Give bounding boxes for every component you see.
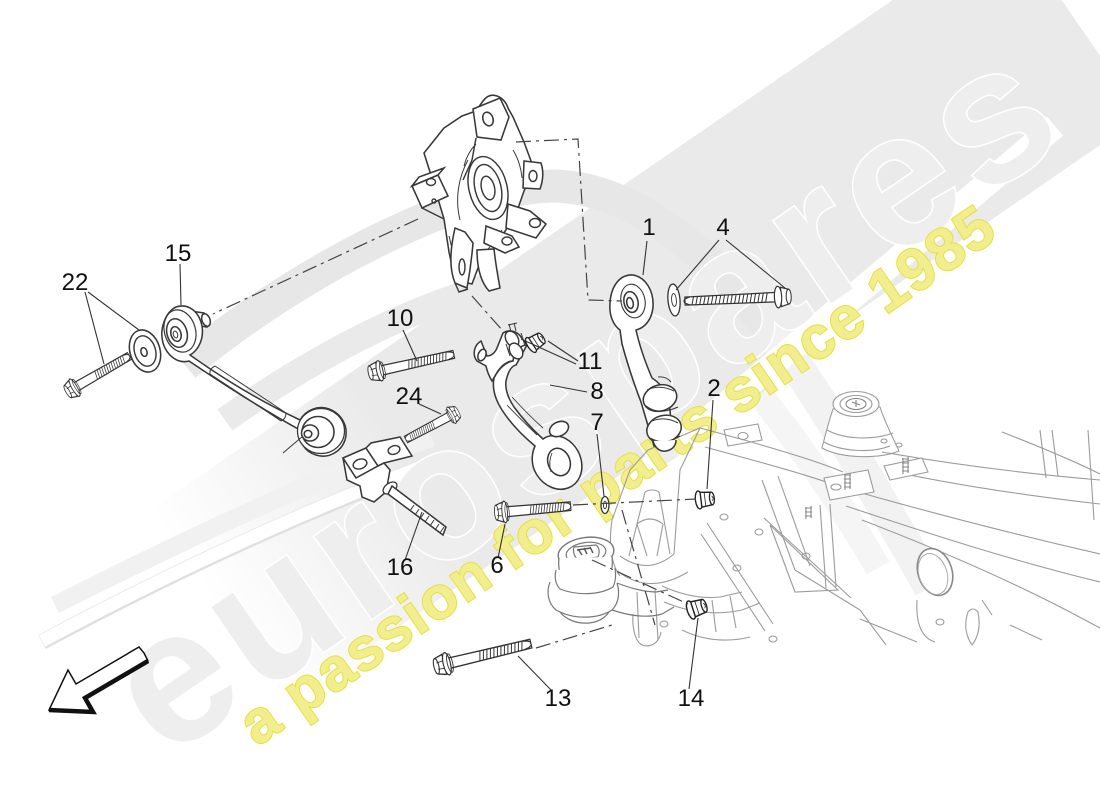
svg-text:10: 10 (387, 305, 414, 332)
svg-text:15: 15 (165, 240, 192, 267)
svg-text:2: 2 (707, 375, 720, 402)
svg-text:6: 6 (490, 552, 503, 579)
svg-text:14: 14 (678, 685, 705, 712)
svg-text:13: 13 (545, 685, 572, 712)
svg-text:8: 8 (590, 378, 603, 405)
svg-text:11: 11 (578, 348, 603, 375)
svg-text:4: 4 (716, 214, 729, 241)
svg-text:16: 16 (387, 554, 414, 581)
svg-text:eurospares: eurospares (68, 0, 1098, 795)
svg-text:22: 22 (62, 269, 89, 296)
svg-text:7: 7 (590, 409, 603, 436)
svg-text:24: 24 (396, 383, 423, 410)
svg-text:1: 1 (642, 214, 655, 241)
